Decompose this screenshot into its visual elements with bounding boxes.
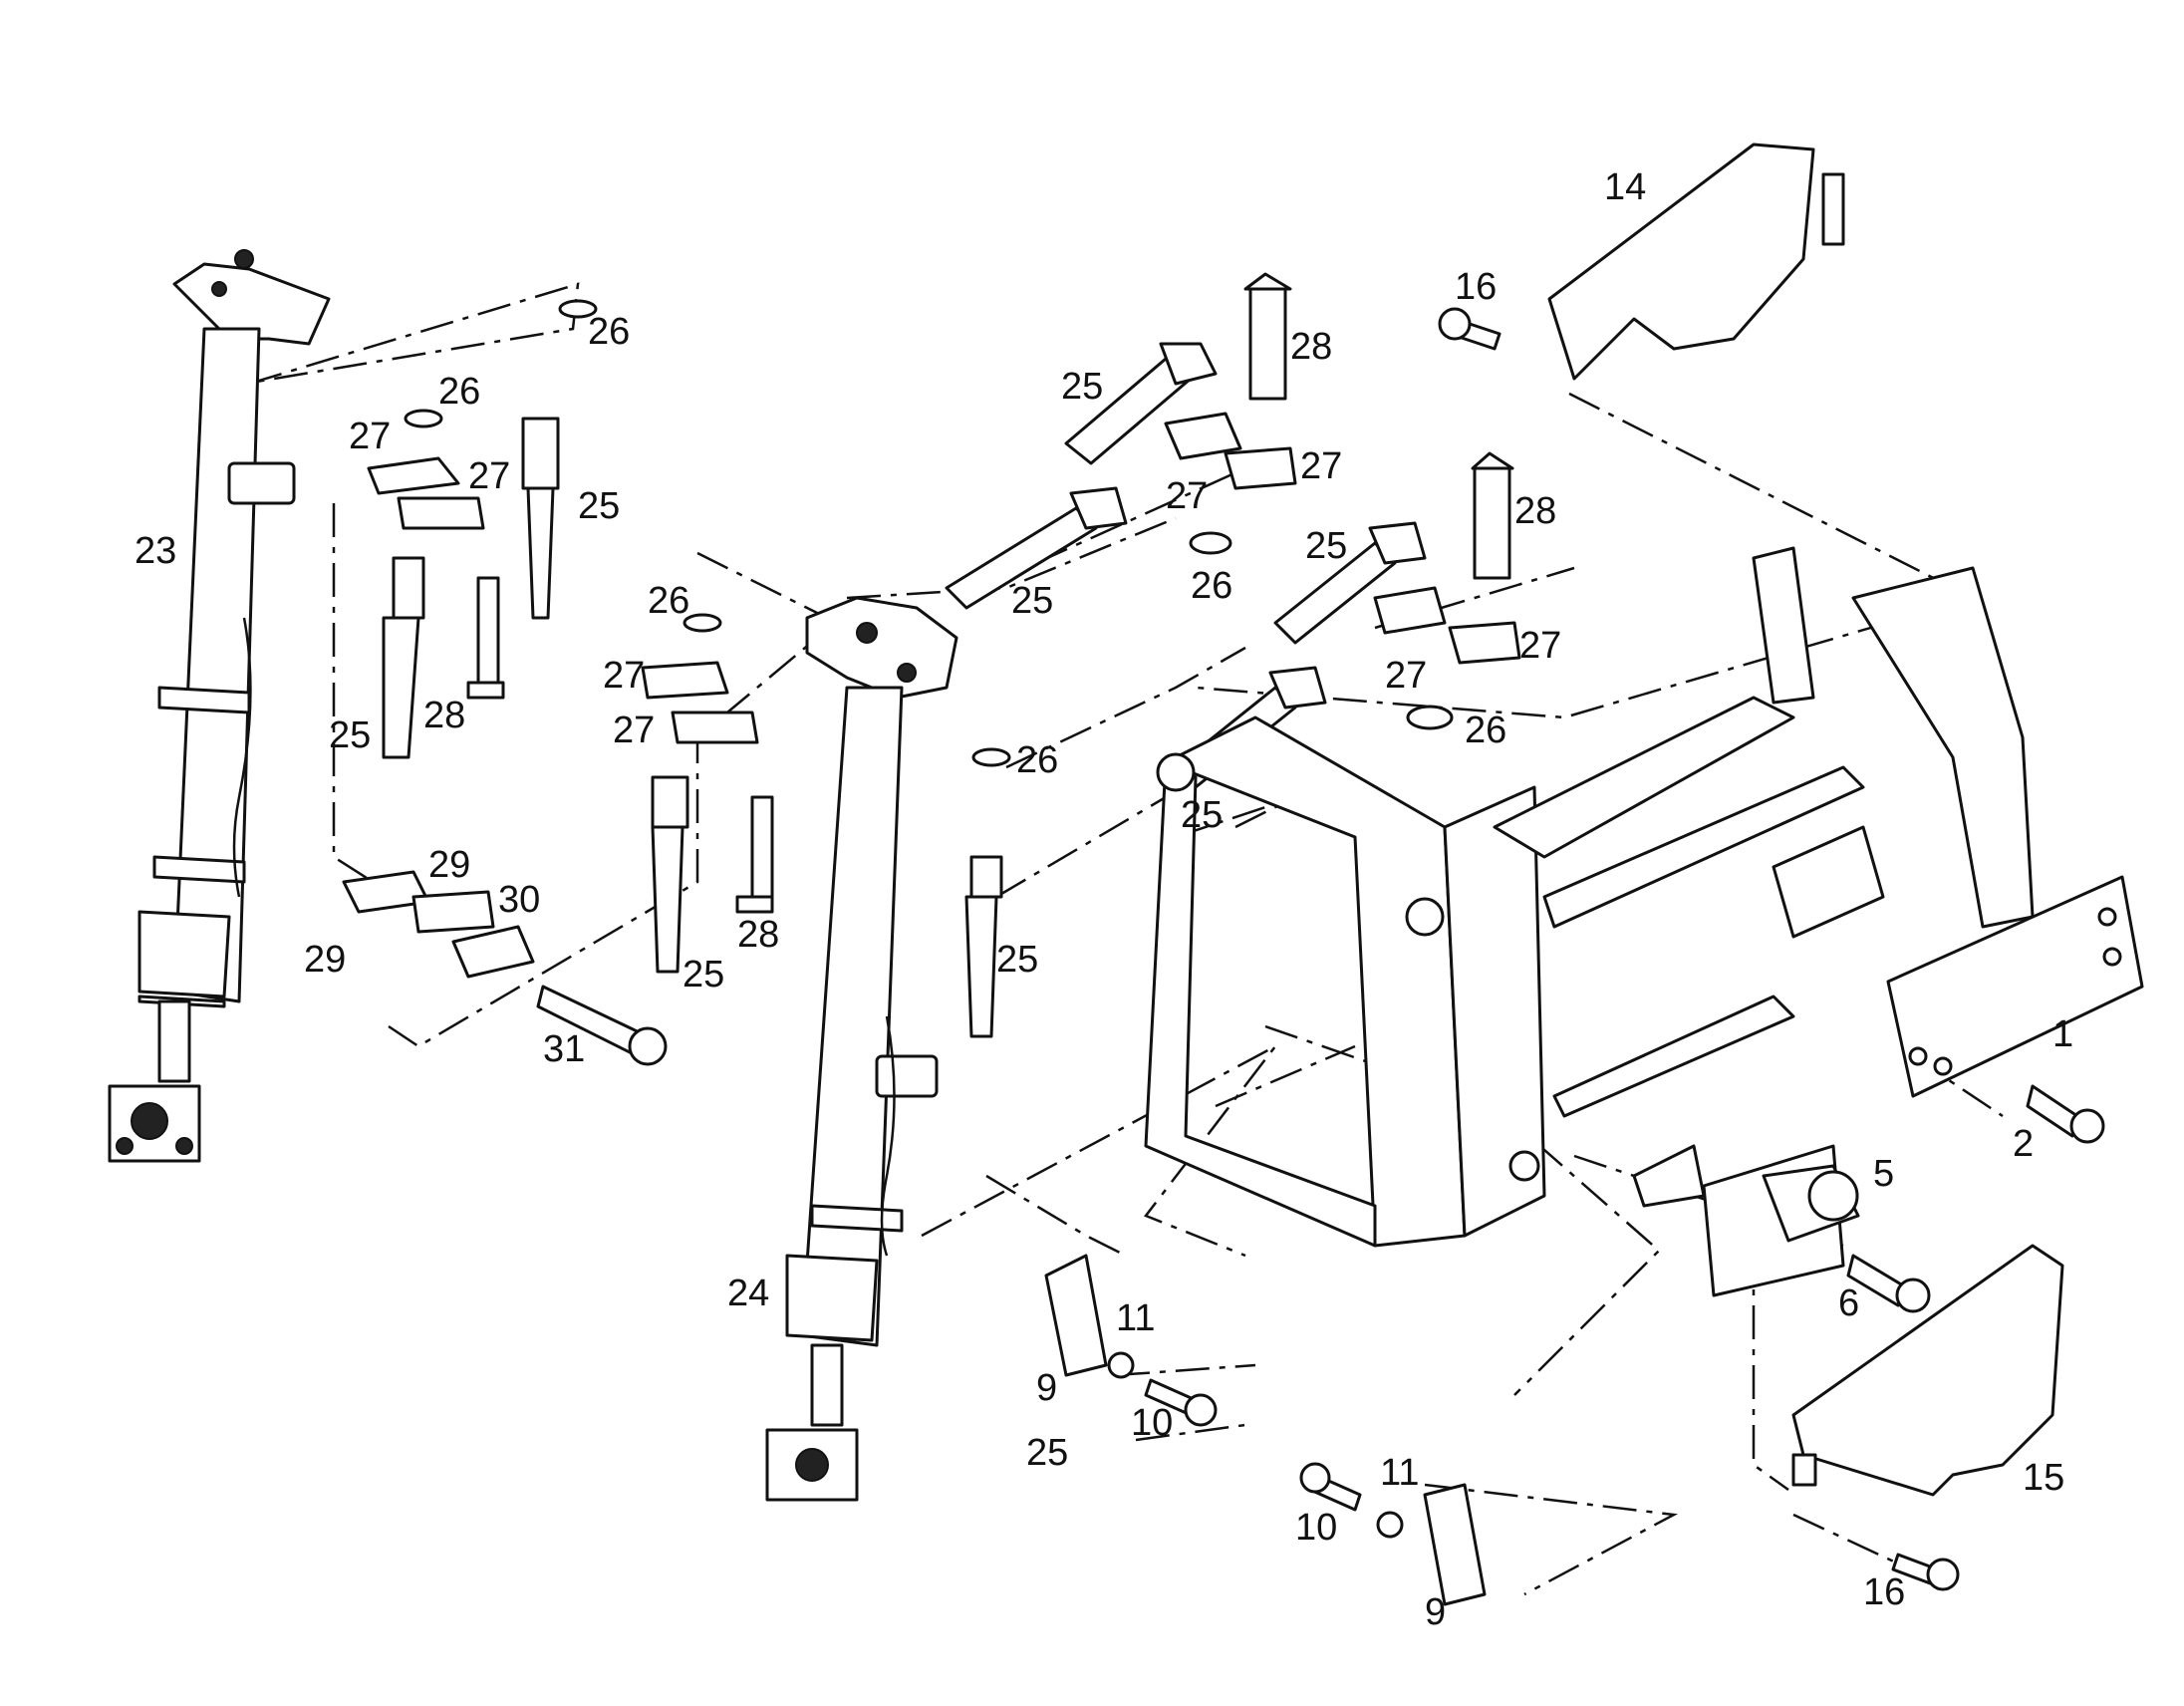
label-25e: 25 <box>1305 525 1347 567</box>
label-29a: 29 <box>428 844 470 886</box>
label-5: 5 <box>1873 1153 1894 1195</box>
label-26b: 26 <box>438 371 480 413</box>
hydraulic-cylinder-left <box>108 249 331 1163</box>
brackets-and-bolts <box>1044 307 1960 1606</box>
label-29b: 29 <box>304 939 346 981</box>
label-25b: 25 <box>1011 580 1053 622</box>
hydraulic-cylinder-middle <box>765 596 958 1502</box>
label-27c: 27 <box>603 655 645 697</box>
label-27f: 27 <box>1300 445 1342 487</box>
label-26d: 26 <box>1016 739 1058 781</box>
label-23: 23 <box>135 530 176 572</box>
label-27d: 27 <box>613 710 655 751</box>
label-25d: 25 <box>329 714 371 756</box>
label-28c: 28 <box>423 695 465 736</box>
label-28b: 28 <box>1514 490 1556 532</box>
clamp-blocks <box>342 870 668 1066</box>
label-27g: 27 <box>1385 655 1427 697</box>
label-28a: 28 <box>1290 326 1332 368</box>
label-27a: 27 <box>349 416 391 457</box>
small-hardware <box>367 272 1521 914</box>
label-26e: 26 <box>1191 565 1232 607</box>
label-16a: 16 <box>1455 266 1497 308</box>
label-27b: 27 <box>468 455 510 497</box>
label-9b: 9 <box>1425 1591 1446 1633</box>
main-frame <box>1144 546 2035 1248</box>
label-24: 24 <box>727 1273 769 1314</box>
label-1: 1 <box>2052 1013 2073 1055</box>
label-9a: 9 <box>1036 1367 1057 1409</box>
label-25a: 25 <box>1061 366 1103 408</box>
label-27h: 27 <box>1519 625 1561 667</box>
label-30: 30 <box>498 879 540 921</box>
label-25i: 25 <box>1026 1432 1068 1474</box>
label-26f: 26 <box>1465 710 1506 751</box>
label-15: 15 <box>2023 1457 2064 1499</box>
label-11a: 11 <box>1116 1297 1155 1339</box>
label-25g: 25 <box>682 954 724 995</box>
label-25f: 25 <box>1181 794 1223 836</box>
guards <box>1547 142 2064 1497</box>
label-26c: 26 <box>648 580 689 622</box>
label-10a: 10 <box>1131 1402 1173 1444</box>
label-2: 2 <box>2013 1123 2034 1165</box>
label-26a: 26 <box>588 311 630 353</box>
callout-labels: 1 2 5 6 9 9 10 10 11 11 14 15 16 16 23 2… <box>135 166 2073 1633</box>
side-plates <box>1632 875 2144 1313</box>
label-25h: 25 <box>996 939 1038 981</box>
label-31: 31 <box>543 1028 585 1070</box>
label-25c: 25 <box>578 485 620 527</box>
label-16b: 16 <box>1863 1571 1905 1613</box>
label-28d: 28 <box>737 914 779 956</box>
label-6: 6 <box>1838 1282 1859 1324</box>
label-14: 14 <box>1604 166 1646 208</box>
label-27e: 27 <box>1166 475 1208 517</box>
label-10b: 10 <box>1295 1507 1337 1549</box>
label-11b: 11 <box>1380 1452 1419 1494</box>
